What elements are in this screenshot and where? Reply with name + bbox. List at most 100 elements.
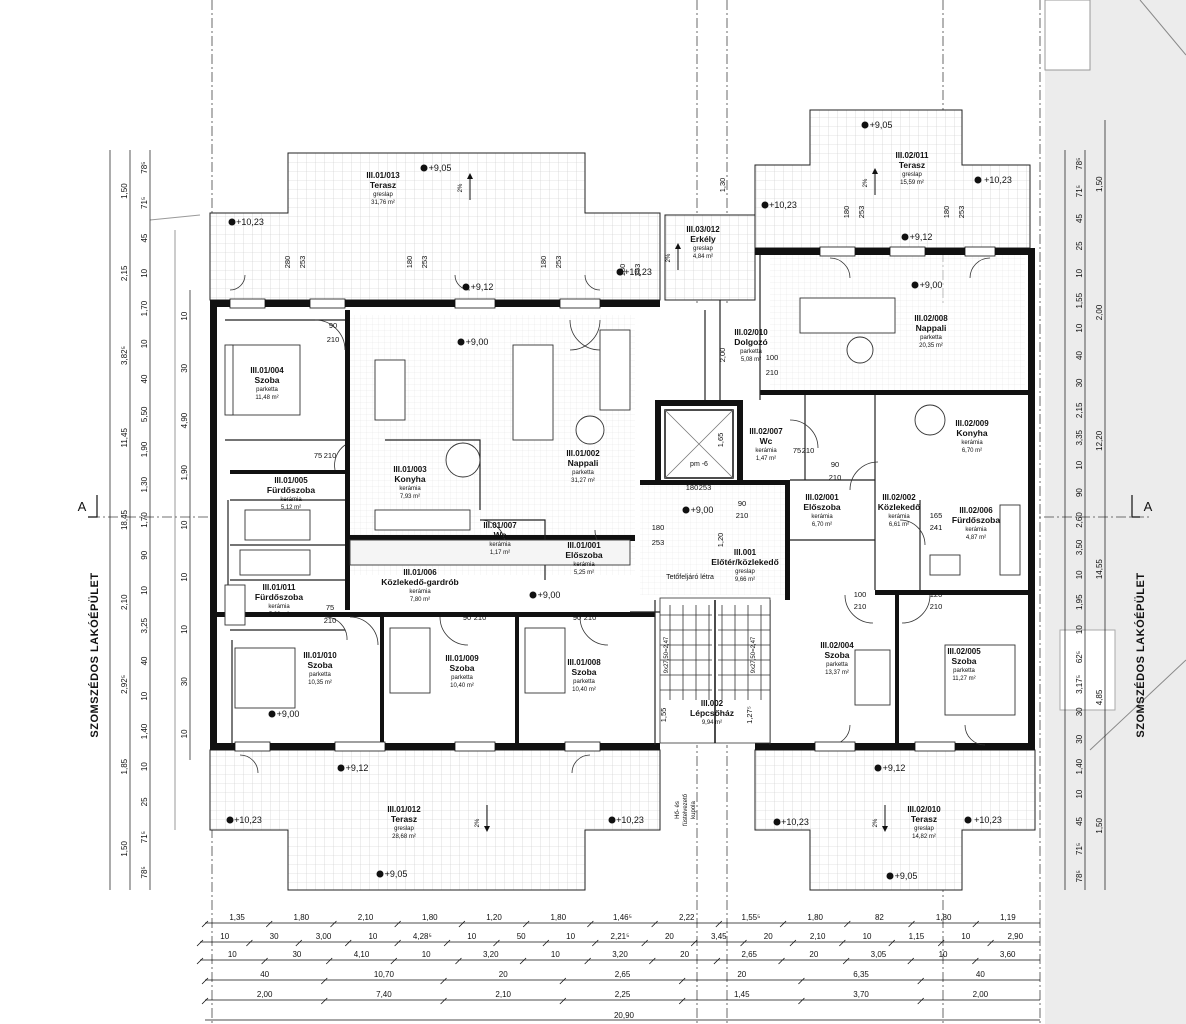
dimension-value: 1,46⁵ [613, 913, 632, 922]
svg-text:5,99 m²: 5,99 m² [269, 612, 289, 618]
svg-text:7,80 m²: 7,80 m² [410, 597, 430, 603]
dimension-value: 3,25 [140, 617, 149, 633]
dimension-value: 2,10 [495, 990, 511, 999]
dimension-tick [394, 939, 401, 947]
dimension-value: 2,65 [615, 970, 631, 979]
dimension-value: 4,28⁵ [413, 932, 432, 941]
level-markers: +9,05 +10,23 +9,12 +9,00 +10,23 +10,23 +… [226, 120, 1012, 881]
dimension-tick [201, 977, 209, 985]
dimension-value: 1,30 [140, 476, 149, 492]
dimension-value: 30 [180, 363, 189, 372]
dimension-tick [584, 957, 591, 965]
svg-text:5,12 m²: 5,12 m² [281, 505, 301, 511]
dimension-value: 4,90 [180, 412, 189, 428]
svg-text:Wc: Wc [760, 436, 773, 446]
dimension-tick [265, 920, 273, 928]
section-marker-right: A [1144, 499, 1153, 514]
svg-text:kerámia: kerámia [399, 486, 421, 492]
opening-dimension: 280 [283, 256, 292, 269]
dimension-value: 1,85 [120, 758, 129, 774]
dimension-value: 1,80 [936, 913, 952, 922]
dimension-value: 25 [1075, 241, 1084, 250]
svg-text:kerámia: kerámia [573, 562, 595, 568]
dimension-value: 1,15 [909, 932, 925, 941]
dimension-value: 30 [1075, 707, 1084, 716]
svg-text:1,17 m²: 1,17 m² [490, 550, 510, 556]
level-marker: +10,23 [964, 815, 1002, 825]
staircase [659, 597, 771, 744]
dimension-value: 1,19 [1000, 913, 1016, 922]
slope-arrows: 2% 2% 2% 2% 2% [458, 168, 888, 832]
level-marker: +10,23 [616, 267, 652, 277]
dimension-tick [715, 920, 723, 928]
dimension-value: 1,55 [1075, 292, 1084, 308]
opening-dimension: 1,20 [716, 533, 725, 548]
svg-text:III.02/005: III.02/005 [947, 647, 981, 656]
dimension-tick [440, 997, 447, 1005]
svg-text:+9,00: +9,00 [538, 590, 561, 600]
dimension-value: 12,20 [1095, 430, 1104, 451]
dimension-tick [559, 997, 567, 1005]
level-marker: +9,05 [420, 163, 451, 173]
dimension-value: 45 [140, 233, 149, 242]
svg-text:+10,23: +10,23 [234, 815, 262, 825]
svg-text:+10,23: +10,23 [616, 815, 644, 825]
svg-text:2%: 2% [863, 178, 869, 187]
dimension-value: 82 [875, 913, 884, 922]
dimension-value: 1,40 [1075, 758, 1084, 774]
dimension-value: 1,80 [294, 913, 310, 922]
opening-dimension: 1,65 [716, 433, 725, 448]
dimension-value: 1,95 [1075, 594, 1084, 610]
dimension-value: 3,60 [1000, 950, 1016, 959]
dimension-value: 10 [140, 585, 149, 594]
svg-text:greslap: greslap [373, 192, 393, 198]
dimension-value: 40 [140, 374, 149, 383]
opening-dimension: 241 [930, 523, 943, 532]
svg-text:Szoba: Szoba [307, 660, 332, 670]
opening-dimension: 210 [324, 451, 337, 460]
opening-dimension: 180 [618, 264, 627, 277]
svg-text:kerámia: kerámia [961, 440, 983, 446]
opening-dimension: 90 [831, 460, 839, 469]
dimension-value: 10 [220, 932, 229, 941]
svg-text:Nappali: Nappali [916, 323, 947, 333]
dimension-tick [937, 939, 945, 947]
dimension-tick [987, 939, 994, 947]
dimension-tick [798, 977, 805, 985]
total-width-dim: 20,90 [614, 1011, 635, 1020]
dimension-value: 1,35 [229, 913, 245, 922]
svg-text:Terasz: Terasz [899, 160, 925, 170]
dimension-value: 10 [1075, 625, 1084, 634]
svg-text:9,66 m²: 9,66 m² [735, 577, 755, 583]
level-marker: +9,00 [268, 709, 299, 719]
svg-text:+10,23: +10,23 [984, 175, 1012, 185]
svg-text:20,35 m²: 20,35 m² [919, 343, 943, 349]
level-marker: +10,23 [608, 815, 644, 825]
cupola-label: füstelvezető [683, 793, 689, 826]
dimension-tick [587, 920, 594, 928]
svg-text:III.01/010: III.01/010 [303, 651, 337, 660]
opening-dimension: 253 [554, 256, 563, 269]
dimension-tick [455, 957, 462, 965]
dimension-tick [295, 939, 303, 947]
dimension-value: 20 [764, 932, 773, 941]
dimension-value: 2,92⁵ [120, 675, 129, 694]
dimension-value: 71⁵ [140, 831, 149, 843]
svg-text:kerámia: kerámia [811, 514, 833, 520]
dimension-tick [458, 920, 466, 928]
dimension-value: 78⁵ [1075, 870, 1084, 882]
dimension-value: 3,82⁵ [120, 346, 129, 365]
opening-dimension: 253 [699, 483, 712, 492]
dimension-value: 2,15 [1075, 402, 1084, 418]
